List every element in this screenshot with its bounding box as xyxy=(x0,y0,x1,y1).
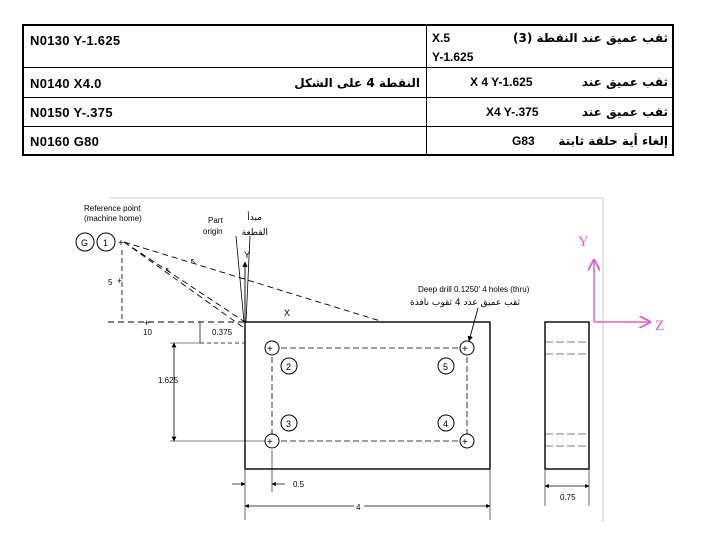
arabic-note: النقطة 4 على الشكل xyxy=(294,76,420,90)
hole-5 xyxy=(459,340,475,356)
part-origin-leader xyxy=(235,235,245,323)
nc-code: N0150 Y-.375 xyxy=(30,105,113,120)
part-side-view xyxy=(544,321,590,470)
table-row: N0130 Y-1.625 X.5 Y-1.625 ثقب عميق عند ا… xyxy=(24,26,672,68)
hole-3 xyxy=(264,433,280,449)
part-origin-leader-2 xyxy=(245,235,251,323)
hole-cross: + xyxy=(267,344,273,355)
table-row: N0160 G80 G83 إلغاء أية حلقة ثابتة xyxy=(24,127,672,156)
point-4-label: 4 xyxy=(443,419,448,429)
point-g-label: G xyxy=(81,238,88,248)
path-tick: ↖ xyxy=(190,257,197,266)
point-1-label: 1 xyxy=(103,238,108,248)
hole-cross: + xyxy=(462,437,468,448)
nc-code: N0130 Y-1.625 xyxy=(30,33,121,48)
origin-x-label: X xyxy=(284,308,290,318)
arabic-description: ثقب عميق عند النقطة (3) xyxy=(513,31,668,45)
table-row: N0150 Y-.375 X4 Y-.375 ثقب عميق عند xyxy=(24,98,672,127)
part-origin-label: Part xyxy=(208,216,223,225)
reference-point-sublabel: (machine home) xyxy=(84,214,142,223)
part-origin-sublabel: origin xyxy=(203,227,223,236)
point-5-marker xyxy=(437,357,455,375)
coordinate-text: G83 xyxy=(512,134,535,148)
hole-cross: + xyxy=(462,344,468,355)
dim-5-tick: + xyxy=(117,276,122,286)
z-axis-label: Z xyxy=(655,318,664,334)
point-2-marker xyxy=(280,357,298,375)
dim-1625-label: 1.625 xyxy=(158,376,179,385)
nc-code: N0140 X4.0 xyxy=(30,76,102,91)
coordinate-text: X4 Y-.375 xyxy=(486,105,539,119)
arabic-description: إلغاء أية حلقة ثابتة xyxy=(558,134,668,148)
nc-code: N0160 G80 xyxy=(30,134,100,149)
dim-5-label: 5 xyxy=(108,278,113,287)
dim-10-tick: + xyxy=(144,318,149,328)
point-1-marker xyxy=(96,232,116,252)
point-3-label: 3 xyxy=(286,419,291,429)
cnc-program-table: N0130 Y-1.625 X.5 Y-1.625 ثقب عميق عند ا… xyxy=(22,24,674,156)
coordinate-text: X 4 Y-1.625 xyxy=(470,75,533,89)
part-origin-arabic-2: القطعة xyxy=(242,228,268,238)
dim-10-label: 10 xyxy=(143,328,152,337)
table-row: N0140 X4.0 النقطة 4 على الشكل X 4 Y-1.62… xyxy=(24,68,672,98)
peck-drill-label: Deep drill 0.1250' 4 holes (thru) xyxy=(418,285,530,294)
arabic-description: ثقب عميق عند xyxy=(581,75,668,89)
peck-drill-leader xyxy=(467,307,479,342)
point-2-label: 2 xyxy=(286,362,291,372)
hole-2 xyxy=(264,340,280,356)
part-plate xyxy=(244,321,491,470)
path-tick: ↖ xyxy=(165,266,172,275)
hole-cross: + xyxy=(267,437,273,448)
part-origin-arabic: مبدأ xyxy=(247,211,262,223)
point-5-label: 5 xyxy=(443,362,448,372)
tool-path-to-origin xyxy=(123,241,246,323)
hole-4 xyxy=(459,433,475,449)
arabic-description: ثقب عميق عند xyxy=(581,105,668,119)
point-g-marker xyxy=(75,232,95,252)
origin-y-label: Y xyxy=(244,250,250,260)
home-cross: + xyxy=(118,238,124,249)
y-axis-label: Y xyxy=(578,234,589,250)
dim-4-gap xyxy=(354,500,364,512)
column-divider xyxy=(426,26,427,154)
dim-0375-label: 0.375 xyxy=(212,328,233,337)
coordinate-text-2: Y-1.625 xyxy=(432,50,474,64)
reference-point-label: Reference point xyxy=(84,204,141,213)
dim-4-label: 4 xyxy=(356,503,361,512)
peck-drill-arabic: ثقب عميق عدد 4 ثقوب نافذة xyxy=(410,298,520,308)
coordinate-text: X.5 xyxy=(432,31,451,45)
dim-05-label: 0.5 xyxy=(293,480,305,489)
dim-075-label: 0.75 xyxy=(560,493,576,502)
point-4-marker xyxy=(437,414,455,432)
point-3-marker xyxy=(280,414,298,432)
